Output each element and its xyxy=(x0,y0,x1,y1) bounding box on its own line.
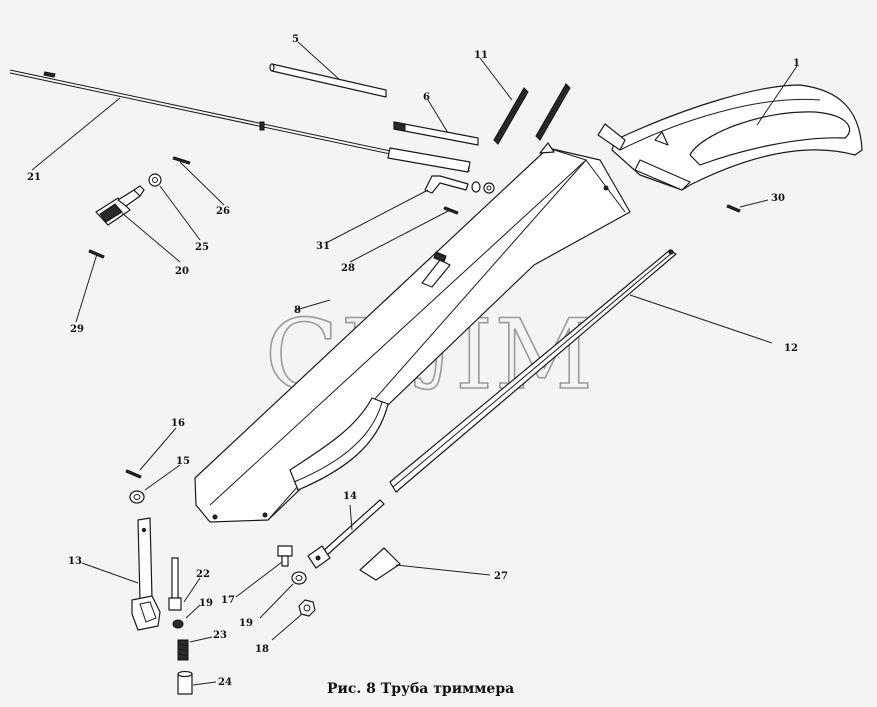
part-6-shaft xyxy=(393,121,479,146)
callout-1: 1 xyxy=(793,58,800,69)
callout-15: 15 xyxy=(176,456,190,467)
part-19-washer xyxy=(291,571,307,585)
small-screws xyxy=(88,156,741,479)
part-19-small-washer xyxy=(172,619,184,629)
part-24-bushing xyxy=(177,670,193,695)
callout-28: 28 xyxy=(341,263,355,274)
callout-26: 26 xyxy=(216,206,230,217)
part-11-springs xyxy=(493,83,571,145)
part-5-rod xyxy=(269,63,387,98)
callout-13: 13 xyxy=(68,556,82,567)
callout-18: 18 xyxy=(255,644,269,655)
callout-27: 27 xyxy=(494,571,508,582)
callout-22: 22 xyxy=(196,569,210,580)
callout-16: 16 xyxy=(171,418,185,429)
callout-12: 12 xyxy=(784,343,798,354)
callout-20: 20 xyxy=(175,266,189,277)
part-27-plate xyxy=(359,547,401,581)
callout-24: 24 xyxy=(218,677,232,688)
part-31-l-pin xyxy=(424,175,495,194)
callout-17: 17 xyxy=(221,595,235,606)
callout-23: 23 xyxy=(213,630,227,641)
figure-caption: Рис. 8 Труба триммера xyxy=(327,681,514,697)
callout-21: 21 xyxy=(27,172,41,183)
callout-19-left: 19 xyxy=(199,598,213,609)
leader-lines xyxy=(31,41,798,686)
part-21-long-rod xyxy=(9,69,471,173)
callout-14: 14 xyxy=(343,491,357,502)
callout-19-right: 19 xyxy=(239,618,253,629)
callout-25: 25 xyxy=(195,242,209,253)
part-20-clamp xyxy=(95,185,145,226)
part-12-long-rail xyxy=(389,249,677,493)
part-15-washer xyxy=(129,490,145,504)
part-18-nut xyxy=(298,599,316,617)
part-14-drive-rod xyxy=(307,499,385,569)
part-17-bolt xyxy=(277,545,293,567)
callout-29: 29 xyxy=(70,324,84,335)
callout-30: 30 xyxy=(771,193,785,204)
part-23-spring xyxy=(177,639,189,661)
callout-11: 11 xyxy=(474,50,488,61)
callout-6: 6 xyxy=(423,92,430,103)
toothed-sector xyxy=(289,397,389,491)
callout-8: 8 xyxy=(294,305,301,316)
part-8-tube-housing xyxy=(194,142,631,523)
part-1-curved-guard xyxy=(597,84,863,191)
part-13-bracket-arm xyxy=(131,517,161,631)
part-25-washer xyxy=(148,173,162,187)
callout-31: 31 xyxy=(316,241,330,252)
callout-labels: 1 5 6 8 11 12 13 14 15 16 17 18 19 19 20… xyxy=(27,34,800,688)
callout-5: 5 xyxy=(292,34,299,45)
part-22-stud xyxy=(168,557,182,611)
